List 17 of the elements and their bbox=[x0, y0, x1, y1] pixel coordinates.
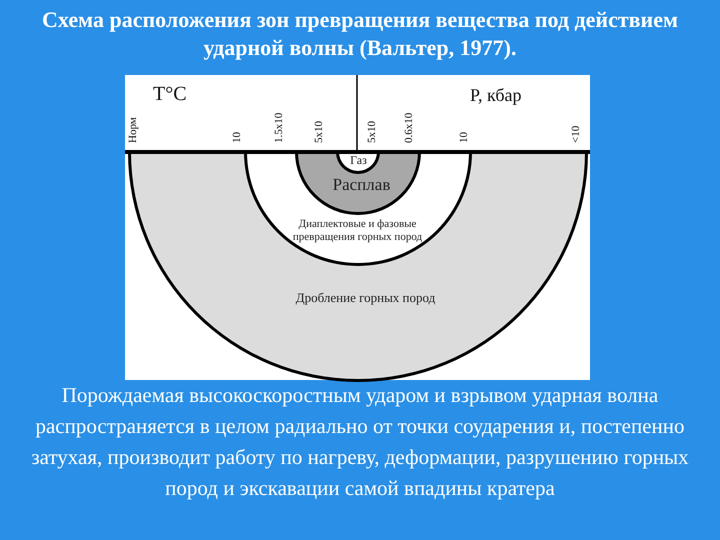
zone-label: Диаплектовые и фазовые превращения горных пород bbox=[292, 218, 424, 244]
zone-label: Газ bbox=[349, 153, 368, 167]
zone-label: Дробление горных пород bbox=[294, 290, 436, 305]
scale-tick-label: 0.6x10 bbox=[403, 112, 415, 143]
zone-label: Расплав bbox=[332, 175, 392, 194]
scale-tick-label: <10 bbox=[570, 126, 582, 143]
scale-tick-label: 10 bbox=[231, 132, 243, 143]
scale-tick-label: 1.5x10 bbox=[273, 112, 285, 143]
scale-tick-label: 5x10 bbox=[313, 121, 325, 143]
axis-label: P, кбар bbox=[470, 85, 522, 106]
scale-tick-label: 10 bbox=[458, 132, 470, 143]
title: Схема расположения зон превращения вещества под действием ударной волны (Вальтер, 1977). bbox=[41, 6, 679, 62]
scale-tick-label: 5x10 bbox=[366, 121, 378, 143]
zone-region bbox=[128, 152, 588, 382]
scale-tick-label: Норм bbox=[127, 117, 139, 143]
axis-label: T°C bbox=[153, 83, 187, 106]
caption: Порождаемая высокоскоростным ударом и взрывом ударная волна распространяется в целом радиально от точки соударения и, постепенно затухая, производит работу по нагреву, деформации, разрушению горных пород и экскавации самой впадины кратера bbox=[30, 382, 690, 502]
